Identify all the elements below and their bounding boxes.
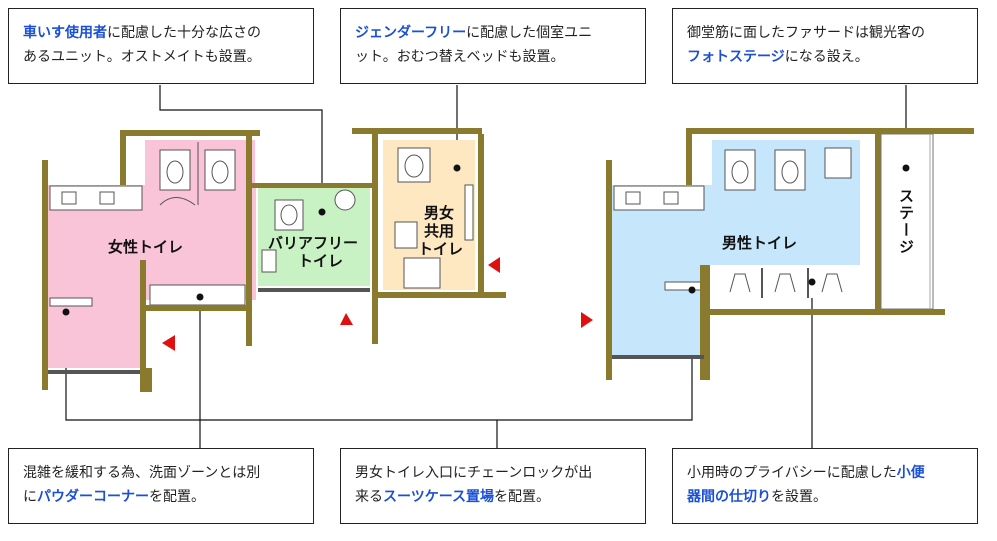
callout-text: を配置。 bbox=[494, 489, 551, 505]
callout-highlight: フォトステージ bbox=[687, 49, 785, 65]
callout-text: を設置。 bbox=[771, 489, 827, 505]
callout-text: になる設え。 bbox=[784, 49, 869, 65]
callout-text: に配慮した個室ユニ bbox=[466, 25, 593, 41]
mens-toilet-area bbox=[606, 128, 974, 380]
unisex-label-3: トイレ bbox=[418, 240, 463, 258]
callout-text: 混雑を緩和する為、洗面ゾーンとは別 bbox=[23, 465, 261, 481]
entrance-arrows bbox=[162, 257, 593, 351]
stage-label: ステージ bbox=[897, 188, 915, 256]
callout-highlight: 器間の仕切り bbox=[687, 489, 771, 505]
callout-text: 男女トイレ入口にチェーンロックが出 bbox=[355, 465, 593, 481]
entrance-arrow-womens bbox=[162, 335, 175, 351]
barrier-free-toilet-area bbox=[250, 183, 376, 292]
callout-text: ット。おむつ替えベッドも設置。 bbox=[355, 49, 565, 65]
callout-text: 御堂筋に面したファサードは観光客の bbox=[687, 25, 925, 41]
womens-toilet-area bbox=[42, 130, 260, 392]
callout-highlight: ジェンダーフリー bbox=[355, 25, 467, 41]
unisex-toilet-area bbox=[352, 128, 506, 344]
callout-text: を配置。 bbox=[149, 489, 205, 505]
leader-dots bbox=[62, 164, 910, 316]
callout-photo-stage: 御堂筋に面したファサードは観光客の フォトステージになる設え。 bbox=[672, 8, 978, 84]
barrier-free-label-1: バリアフリー bbox=[268, 234, 358, 252]
entrance-arrow-mens bbox=[581, 312, 593, 328]
callout-suitcase-storage: 男女トイレ入口にチェーンロックが出 来るスーツケース置場を配置。 bbox=[340, 448, 646, 524]
unisex-label-2: 共用 bbox=[424, 222, 454, 240]
barrier-free-label-2: トイレ bbox=[298, 252, 343, 270]
callout-text: あるユニット。オストメイトも設置。 bbox=[23, 49, 261, 65]
callout-urinal-partitions: 小用時のプライバシーに配慮した小便 器間の仕切りを設置。 bbox=[672, 448, 978, 524]
womens-label: 女性トイレ bbox=[108, 238, 183, 256]
unisex-label-1: 男女 bbox=[424, 204, 454, 222]
callout-wheelchair-unit: 車いす使用者に配慮した十分な広さの あるユニット。オストメイトも設置。 bbox=[8, 8, 314, 84]
callout-gender-free-unit: ジェンダーフリーに配慮した個室ユニ ット。おむつ替えベッドも設置。 bbox=[340, 8, 646, 84]
callout-powder-corner: 混雑を緩和する為、洗面ゾーンとは別 にパウダーコーナーを配置。 bbox=[8, 448, 314, 524]
callout-text: に配慮した十分な広さの bbox=[107, 25, 261, 41]
callout-text: 小用時のプライバシーに配慮した bbox=[687, 465, 897, 481]
callout-text: 来る bbox=[355, 489, 383, 505]
stage-area bbox=[880, 133, 934, 310]
callout-highlight: スーツケース置場 bbox=[383, 489, 495, 505]
entrance-arrow-unisex bbox=[488, 257, 500, 273]
callout-highlight: 車いす使用者 bbox=[23, 25, 107, 41]
entrance-arrow-barrier-free bbox=[340, 313, 353, 325]
callout-highlight: 小便 bbox=[896, 465, 925, 481]
callout-highlight: パウダーコーナー bbox=[37, 489, 149, 505]
callout-text: に bbox=[23, 489, 37, 505]
mens-label: 男性トイレ bbox=[722, 234, 797, 252]
